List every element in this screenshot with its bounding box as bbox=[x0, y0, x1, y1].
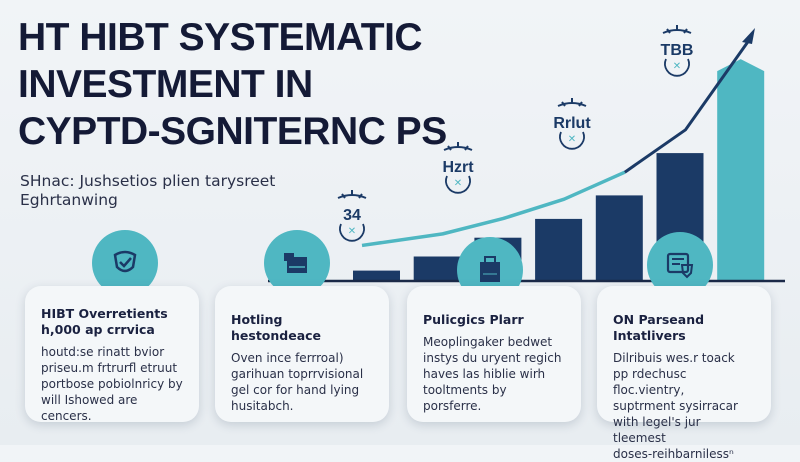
badge-label: Rrlut bbox=[553, 115, 591, 132]
card-body-line: haves las hiblie wirh bbox=[423, 367, 546, 381]
card-body-line: garihuan toprrvisional bbox=[231, 367, 364, 381]
subtitle: SHnac: Jushsetios plien tarysreet Eghrta… bbox=[20, 172, 275, 210]
card-body-line: houtd:se rinatt bvior bbox=[41, 345, 165, 359]
trend-line-upper bbox=[623, 35, 754, 174]
toolbox-icon bbox=[264, 230, 330, 296]
card-body-line: tooltments by porsferre. bbox=[423, 383, 507, 413]
card-body-line: gel cor for hand lying bbox=[231, 383, 360, 397]
card-body-line: portbose pobiolnricy by bbox=[41, 377, 183, 391]
info-card: ON Parseand Intatlivers Dilribuis wes.r … bbox=[597, 286, 771, 461]
card-body-line: priseu.m frtrurfl etruut bbox=[41, 361, 178, 375]
chart-bar bbox=[595, 195, 643, 280]
card-body-line: instys du uryent regich bbox=[423, 351, 562, 365]
card-body: Dilribuis wes.r toack pp rdechusc floc.vi… bbox=[613, 350, 757, 462]
svg-text:✕: ✕ bbox=[454, 178, 462, 189]
card-title: Pulicgics Plarr bbox=[423, 312, 524, 327]
badge-label: 34 bbox=[343, 207, 361, 224]
card-body: houtd:se rinatt bvior priseu.m frtrurfl e… bbox=[41, 344, 185, 424]
badge-icon: ✕ Hzrt bbox=[442, 142, 474, 194]
card-body-line: will Ishowed are cencers. bbox=[41, 393, 138, 423]
card-body-line: with legel's jur tleemest bbox=[613, 415, 701, 445]
info-card: Hotling hestondeace Oven ince ferrroal) g… bbox=[215, 286, 389, 422]
card-body-line: Oven ince ferrroal) bbox=[231, 351, 344, 365]
card-body-line: pp rdechusc floc.vientry, bbox=[613, 367, 687, 397]
card-body-line: doses-reihbarnilessⁿ bbox=[613, 447, 734, 461]
card-body-line: husitabch. bbox=[231, 399, 294, 413]
card-body-line: Meoplingaker bedwet bbox=[423, 335, 553, 349]
title-line: INVESTMENT IN bbox=[18, 63, 313, 106]
trend-line bbox=[361, 170, 626, 248]
card-title: Hotling hestondeace bbox=[231, 312, 322, 343]
badge-icon: ✕ TBB bbox=[661, 25, 694, 77]
info-card: Pulicgics Plarr Meoplingaker bedwet insty… bbox=[407, 286, 581, 422]
badge-label: TBB bbox=[661, 42, 694, 59]
svg-text:✕: ✕ bbox=[348, 226, 356, 237]
shield-check-icon bbox=[92, 230, 158, 296]
card-title-line: h,000 ap crrvica bbox=[41, 322, 155, 337]
badge-icon: ✕ Rrlut bbox=[553, 98, 591, 150]
subtitle-line: SHnac: Jushsetios plien tarysreet bbox=[20, 172, 276, 190]
chart-bar bbox=[353, 270, 400, 280]
svg-text:✕: ✕ bbox=[568, 134, 576, 145]
badge-label: Hzrt bbox=[442, 159, 474, 176]
card-title-line: HIBT Overretients bbox=[41, 306, 168, 321]
page-title: HT HIBT SYSTEMATIC INVESTMENT IN CYPTD-S… bbox=[18, 14, 447, 155]
chart-bar bbox=[535, 218, 583, 280]
card-body: Oven ince ferrroal) garihuan toprrvisiona… bbox=[231, 350, 375, 414]
svg-text:✕: ✕ bbox=[673, 61, 681, 72]
subtitle-line: Eghrtanwing bbox=[20, 191, 118, 209]
title-line: HT HIBT SYSTEMATIC bbox=[18, 16, 423, 59]
badge-icon: ✕ 34 bbox=[337, 190, 367, 242]
arrow-head-icon bbox=[742, 28, 755, 44]
chart-bar bbox=[717, 59, 765, 280]
card-body-line: suptrment sysirracar bbox=[613, 399, 738, 413]
card-body: Meoplingaker bedwet instys du uryent regi… bbox=[423, 334, 567, 414]
chart-bar bbox=[413, 256, 461, 280]
title-line: CYPTD-SGNITERNC PS bbox=[18, 110, 447, 153]
card-body-line: Dilribuis wes.r toack bbox=[613, 351, 735, 365]
card-title: ON Parseand Intatlivers bbox=[613, 312, 705, 343]
